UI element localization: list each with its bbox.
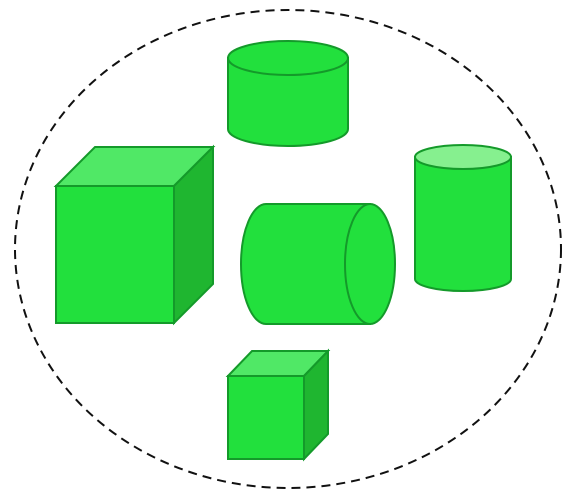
cylinder-right [414,144,512,292]
cube-small-front [227,375,305,460]
cylinder-center-cap [344,203,396,325]
cylinder-right-body [414,156,512,292]
cylinder-top-cap [227,40,349,76]
cube-large [53,144,216,326]
cylinder-center-body [240,203,371,325]
cylinder-right-cap [414,144,512,170]
cube-small [225,348,331,462]
cylinder-center [240,203,396,325]
cylinder-top-body [227,57,349,147]
boundary-ellipse [14,9,562,489]
cube-large-front [55,185,175,324]
cylinder-top [227,40,349,147]
